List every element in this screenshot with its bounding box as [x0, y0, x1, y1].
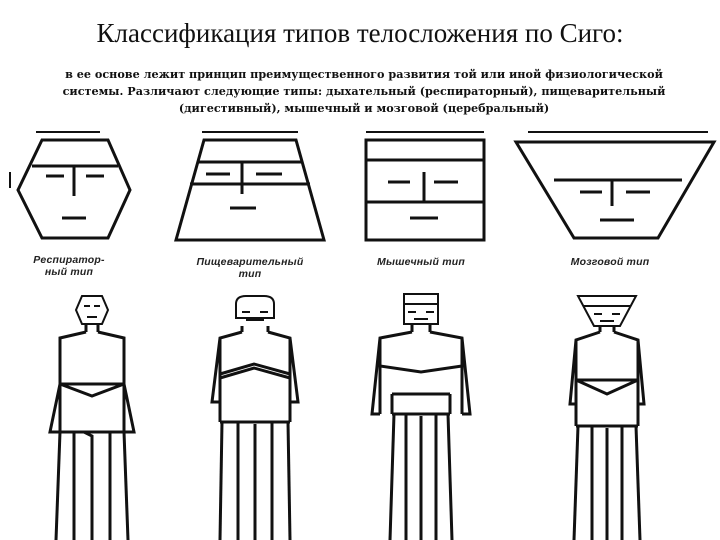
respiratory-face-diagram — [9, 131, 132, 240]
slide-title: Классификация типов телосложения по Сиго… — [96, 18, 624, 48]
caption-respiratory: Респиратор- ный тип — [14, 254, 124, 278]
caption-muscular-line-1: Мышечный тип — [377, 256, 465, 268]
caption-digestive: Пищеварительный тип — [160, 256, 340, 280]
caption-muscular: Мышечный тип — [346, 256, 496, 268]
lead-line-2: системы. Различают следующие типы: дыхат… — [62, 84, 666, 98]
cerebral-body-diagram — [568, 295, 646, 540]
respiratory-body-diagram — [48, 295, 136, 540]
muscular-face-diagram — [364, 131, 486, 242]
caption-digestive-line-2: тип — [238, 268, 262, 280]
caption-respiratory-line-1: Респиратор- — [33, 254, 105, 266]
digestive-face-diagram — [174, 131, 326, 242]
lead-line-3: (дигестивный), мышечный и мозговой (цере… — [178, 101, 550, 115]
lead-paragraph: в ее основе лежит принцип преимущественн… — [34, 66, 694, 117]
caption-digestive-line-1: Пищеварительный — [196, 256, 304, 268]
caption-respiratory-line-2: ный тип — [44, 266, 94, 278]
caption-cerebral-line-1: Мозговой тип — [570, 256, 650, 268]
caption-cerebral: Мозговой тип — [530, 256, 690, 268]
lead-line-1: в ее основе лежит принцип преимущественн… — [65, 67, 663, 81]
cerebral-face-diagram — [513, 131, 717, 240]
digestive-body-diagram — [210, 295, 300, 540]
muscular-body-diagram — [370, 293, 472, 540]
